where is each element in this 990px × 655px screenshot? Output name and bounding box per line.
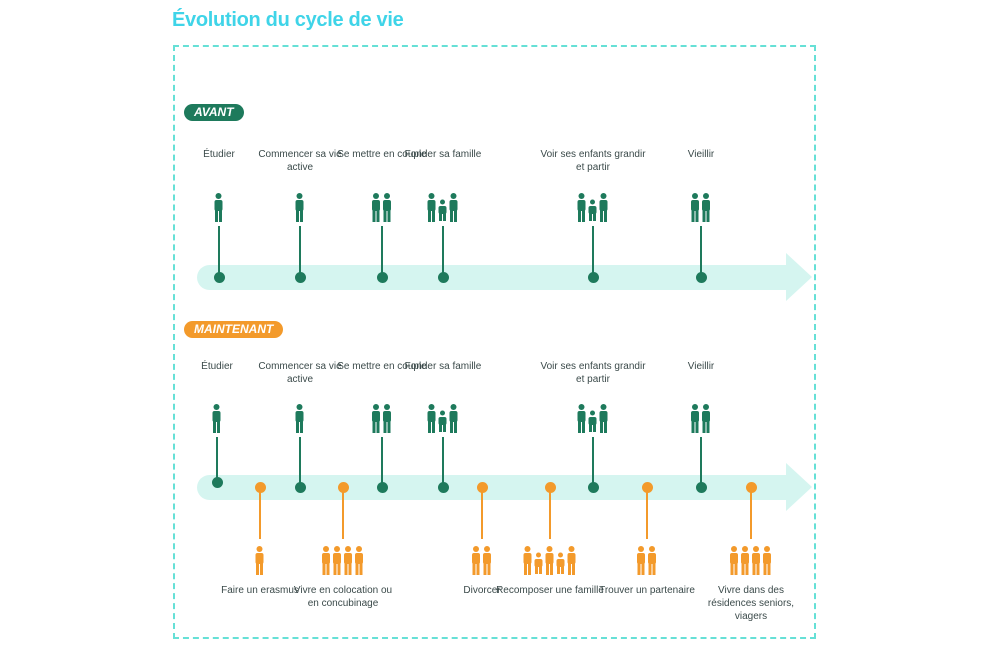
milestone-label: Étudier xyxy=(201,361,233,372)
child-leaving-parents-icon xyxy=(577,193,608,222)
milestone-stem xyxy=(700,437,702,487)
milestone-stem xyxy=(592,226,594,277)
milestone-label: Se mettre en couple xyxy=(337,361,427,372)
new-milestone-label: Vivre en colocation ou en concubinage xyxy=(293,585,393,609)
milestone-label: Voir ses enfants grandir et partir xyxy=(540,361,646,385)
milestone-label: Vieillir xyxy=(687,149,715,160)
arrow-head-icon xyxy=(786,463,812,511)
new-milestone-stem xyxy=(342,487,344,539)
milestone-dot xyxy=(294,271,306,283)
group-of-four-icon xyxy=(322,546,363,575)
walking-worker-icon xyxy=(295,193,304,222)
student-desk-icon xyxy=(214,193,223,222)
new-milestone-stem xyxy=(481,487,483,539)
milestone-stem xyxy=(299,226,301,277)
dashed-frame xyxy=(173,45,816,639)
milestone-label: Étudier xyxy=(203,149,235,160)
milestone-stem xyxy=(299,437,301,487)
milestone-dot xyxy=(376,271,388,283)
milestone-label: Fonder sa famille xyxy=(404,149,482,160)
milestone-dot xyxy=(437,271,449,283)
new-milestone-stem xyxy=(646,487,648,539)
blended-family-icon xyxy=(523,546,576,575)
milestone-dot xyxy=(376,481,388,493)
new-milestone-dot xyxy=(745,481,757,493)
milestone-stem xyxy=(442,437,444,487)
family-with-baby-icon xyxy=(427,404,458,433)
milestone-label: Fonder sa famille xyxy=(404,361,482,372)
milestone-label: Se mettre en couple xyxy=(337,149,427,160)
new-milestone-label: Faire un erasmus xyxy=(221,585,299,596)
page-title: Évolution du cycle de vie xyxy=(172,9,404,31)
milestone-stem xyxy=(381,437,383,487)
child-leaving-parents-icon xyxy=(577,404,608,433)
new-milestone-dot xyxy=(476,481,488,493)
new-milestone-label: Trouver un partenaire xyxy=(599,585,695,596)
milestone-dot xyxy=(587,481,599,493)
milestone-stem xyxy=(700,226,702,277)
new-milestone-stem xyxy=(750,487,752,539)
milestone-label: Vieillir xyxy=(687,361,715,372)
family-with-baby-icon xyxy=(427,193,458,222)
milestone-label: Commencer sa vie active xyxy=(258,149,342,173)
couple-heart-icon xyxy=(637,546,656,575)
milestone-dot xyxy=(294,481,306,493)
student-desk-icon xyxy=(212,404,221,433)
milestone-label: Voir ses enfants grandir et partir xyxy=(540,149,646,173)
milestone-stem xyxy=(218,226,220,277)
new-milestone-dot xyxy=(544,481,556,493)
couple-heart-icon xyxy=(372,404,391,433)
new-milestone-stem xyxy=(259,487,261,539)
elderly-couple-icon xyxy=(691,193,710,222)
divorce-couple-icon xyxy=(472,546,491,575)
new-milestone-label: Recomposer une famille xyxy=(496,585,604,596)
milestone-dot xyxy=(211,476,223,488)
milestone-dot xyxy=(587,271,599,283)
badge-avant: AVANT xyxy=(184,104,244,121)
new-milestone-label: Divorcer xyxy=(463,585,501,596)
seniors-group-icon xyxy=(730,546,771,575)
elderly-couple-icon xyxy=(691,404,710,433)
milestone-dot xyxy=(213,271,225,283)
new-milestone-stem xyxy=(549,487,551,539)
milestone-stem xyxy=(592,437,594,487)
new-milestone-dot xyxy=(641,481,653,493)
new-milestone-label: Vivre dans des résidences seniors, viage… xyxy=(707,585,795,622)
person-globe-icon xyxy=(255,546,264,575)
milestone-label: Commencer sa vie active xyxy=(258,361,342,385)
milestone-stem xyxy=(442,226,444,277)
arrow-head-icon xyxy=(786,253,812,301)
badge-maintenant: MAINTENANT xyxy=(184,321,284,338)
couple-heart-icon xyxy=(372,193,391,222)
walking-worker-icon xyxy=(295,404,304,433)
new-milestone-dot xyxy=(337,481,349,493)
milestone-dot xyxy=(437,481,449,493)
milestone-stem xyxy=(216,437,218,482)
new-milestone-dot xyxy=(254,481,266,493)
milestone-stem xyxy=(381,226,383,277)
milestone-dot xyxy=(695,271,707,283)
milestone-dot xyxy=(695,481,707,493)
